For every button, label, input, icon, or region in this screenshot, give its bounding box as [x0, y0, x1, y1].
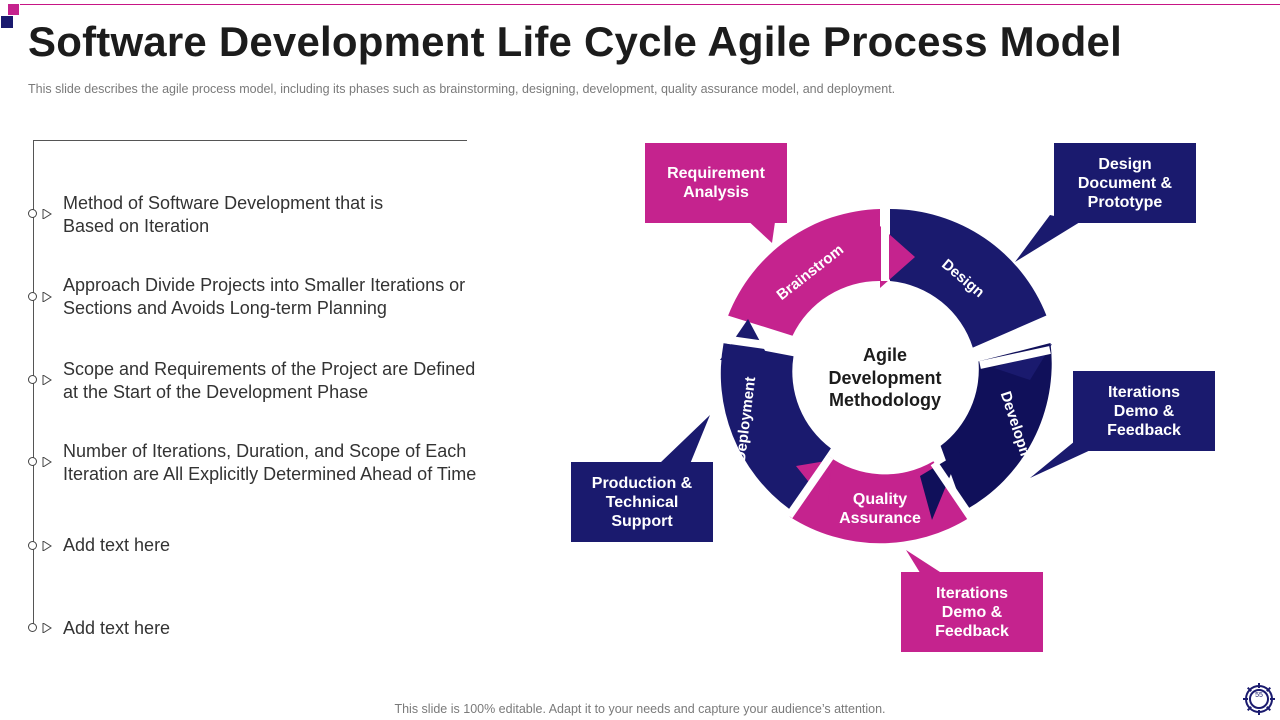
- bullet-marker: [28, 292, 52, 304]
- arrow-development: [920, 452, 960, 520]
- segment-development: [940, 343, 1052, 511]
- list-item-6: Add text here: [63, 618, 171, 638]
- corner-square-magenta: [8, 4, 19, 15]
- pointer-iterations-bottom: [906, 550, 940, 576]
- pointer-design-doc: [1015, 215, 1080, 262]
- slide-subtitle: This slide describes the agile process m…: [28, 82, 896, 96]
- bullet-marker: [28, 375, 52, 387]
- cycle-ring: Brainstrom Design Development Deployment: [660, 208, 1095, 576]
- bullet-marker: [28, 209, 52, 221]
- list-item-5: Add text here: [63, 535, 171, 555]
- list-item-2: Approach Divide Projects into Smaller It…: [63, 275, 466, 318]
- pointer-requirement: [745, 218, 775, 243]
- segment-label-quality: Quality Assurance: [839, 491, 921, 527]
- corner-square-navy: [1, 16, 13, 28]
- pointer-production: [660, 415, 710, 464]
- segment-brainstorm: [728, 209, 880, 336]
- page-number: 55: [1255, 692, 1263, 699]
- list-item-3: Scope and Requirements of the Project ar…: [63, 359, 476, 402]
- segment-design: [890, 208, 1047, 348]
- bullet-marker: [28, 623, 52, 635]
- center-label: Agile Development Methodology: [828, 345, 942, 410]
- agile-cycle-diagram: Brainstrom Design Development Deployment…: [560, 130, 1240, 670]
- list-timeline-line: [33, 140, 34, 628]
- list-top-divider: [33, 140, 467, 141]
- top-accent-line: [20, 4, 1280, 5]
- bullet-marker: [28, 457, 52, 469]
- gear-icon: [1243, 683, 1275, 715]
- bullet-marker: [28, 541, 52, 553]
- slide-footer: This slide is 100% editable. Adapt it to…: [394, 702, 886, 716]
- list-item-4: Number of Iterations, Duration, and Scop…: [63, 441, 477, 484]
- slide-title: Software Development Life Cycle Agile Pr…: [28, 18, 1122, 65]
